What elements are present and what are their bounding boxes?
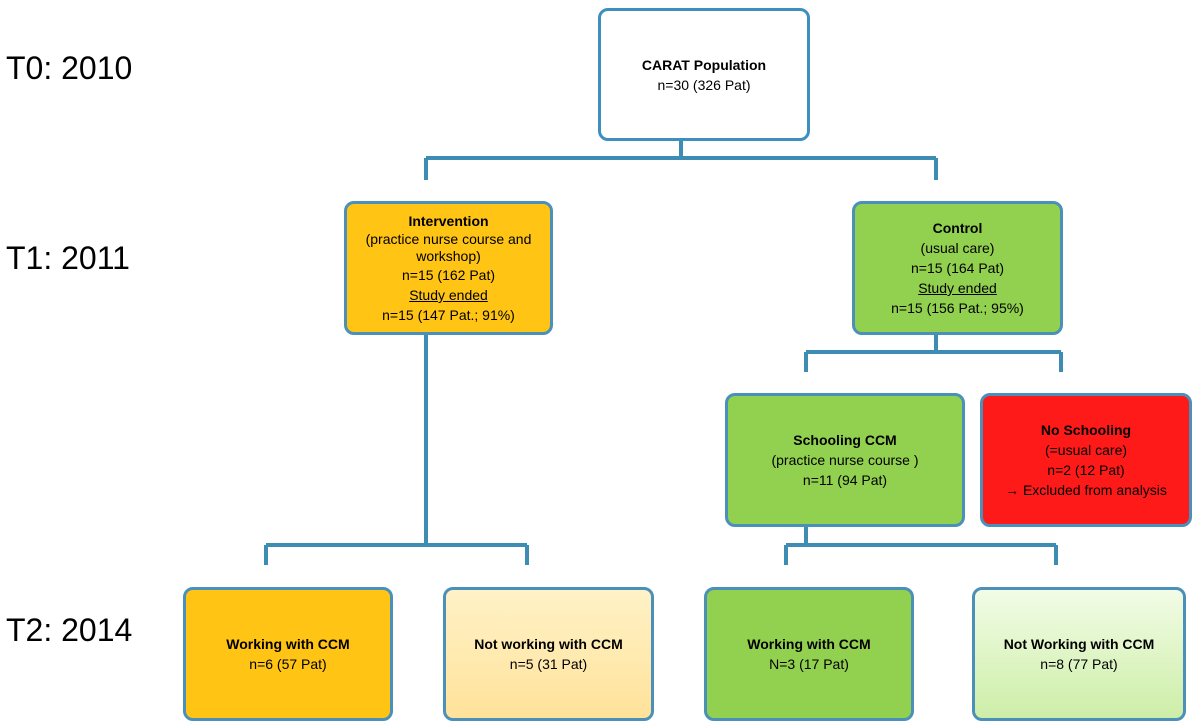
population-count: n=30 (326 Pat)	[657, 76, 751, 93]
time-label-t2: T2: 2014	[6, 612, 133, 648]
control-desc: (usual care)	[920, 240, 995, 256]
sch-working-count: N=3 (17 Pat)	[769, 656, 849, 672]
time-label-t1: T1: 2011	[6, 240, 130, 276]
sch-not-working-box: Not Working with CCM n=8 (77 Pat)	[972, 587, 1186, 721]
control-ended-label: Study ended	[918, 280, 997, 296]
no-schooling-count: n=2 (12 Pat)	[1047, 462, 1125, 478]
population-box: CARAT Population n=30 (326 Pat)	[598, 8, 810, 141]
intervention-count: n=15 (162 Pat)	[401, 267, 495, 283]
control-title: Control	[932, 220, 983, 236]
intervention-ended-count: n=15 (147 Pat.; 91%)	[382, 307, 515, 323]
intervention-ended-label: Study ended	[409, 287, 488, 303]
schooling-count: n=11 (94 Pat)	[802, 472, 888, 488]
schooling-title: Schooling CCM	[793, 432, 897, 448]
sch-not-working-title: Not Working with CCM	[1003, 636, 1155, 652]
sch-working-title: Working with CCM	[747, 636, 871, 652]
no-schooling-desc: (=usual care)	[1044, 442, 1128, 458]
intervention-title: Intervention	[408, 213, 489, 229]
time-label-t0: T0: 2010	[6, 50, 133, 86]
control-count: n=15 (164 Pat)	[910, 260, 1004, 276]
no-schooling-box: No Schooling (=usual care) n=2 (12 Pat) …	[980, 393, 1192, 527]
no-schooling-note: → Excluded from analysis	[1005, 482, 1167, 498]
intervention-desc: (practice nurse course and workshop)	[365, 231, 532, 264]
sch-working-box: Working with CCM N=3 (17 Pat)	[704, 587, 914, 721]
int-not-working-count: n=5 (31 Pat)	[509, 656, 588, 672]
sch-not-working-count: n=8 (77 Pat)	[1040, 656, 1118, 672]
int-working-count: n=6 (57 Pat)	[249, 656, 327, 672]
schooling-box: Schooling CCM (practice nurse course ) n…	[725, 393, 965, 527]
int-working-title: Working with CCM	[226, 636, 350, 652]
no-schooling-title: No Schooling	[1040, 422, 1132, 438]
int-not-working-box: Not working with CCM n=5 (31 Pat)	[443, 587, 654, 721]
int-not-working-title: Not working with CCM	[474, 636, 623, 652]
population-title: CARAT Population	[641, 56, 767, 73]
schooling-desc: (practice nurse course )	[771, 452, 919, 468]
control-box: Control (usual care) n=15 (164 Pat) Stud…	[852, 201, 1063, 335]
int-working-box: Working with CCM n=6 (57 Pat)	[183, 587, 393, 721]
intervention-box: Intervention (practice nurse course and …	[344, 201, 553, 335]
control-ended-count: n=15 (156 Pat.; 95%)	[891, 300, 1024, 316]
